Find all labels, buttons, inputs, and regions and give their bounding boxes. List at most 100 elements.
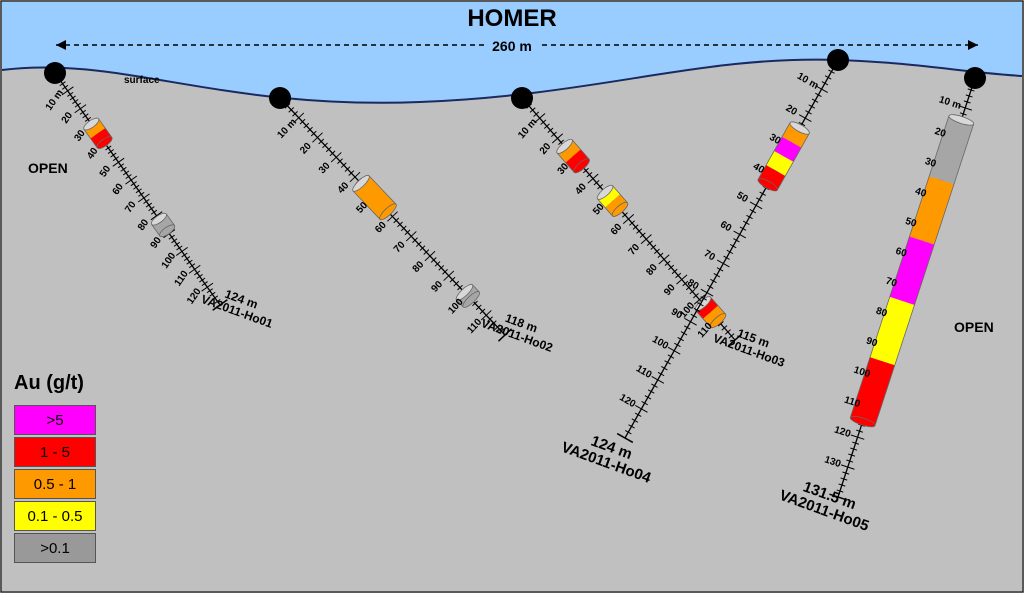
depth-tick [322,142,328,149]
depth-tick [693,294,706,305]
depth-tick [424,250,436,262]
depth-tick [188,263,196,269]
depth-tick [405,231,417,242]
depth-tick [689,288,696,295]
depth-tick [850,434,865,440]
depth-tick [828,69,835,74]
collar-icon [269,87,291,109]
depth-tick [299,118,306,125]
depth-tick [543,123,550,129]
depth-tick [84,116,92,122]
hole-trace [624,59,839,439]
depth-tick [721,325,728,331]
depth-tick [337,158,343,164]
depth-tick [597,184,604,190]
depth-tick [434,261,441,267]
depth-tick [640,234,652,245]
depth-tick [112,157,125,167]
hole-end-cap [212,299,228,311]
depth-tick [206,288,213,294]
depth-tick [840,464,855,470]
depth-tick [657,371,665,377]
depth-tick [143,199,150,204]
depth-label: 60 [894,246,908,260]
depth-tick [393,217,400,224]
depth-label: 70 [702,248,718,263]
depth-tick [419,245,426,251]
hole-end-cap [727,333,743,347]
scale-label: 260 m [492,38,532,54]
depth-tick [692,292,699,299]
depth-tick [293,112,305,123]
depth-tick [759,191,766,196]
depth-tick [805,110,812,115]
depth-tick [811,98,819,103]
depth-tick [186,259,193,265]
depth-label: 40 [914,186,928,200]
depth-tick [472,300,478,307]
depth-tick [292,111,298,117]
depth-tick [798,121,806,127]
depth-tick [194,270,201,276]
depth-tick [641,400,648,406]
depth-label: 40 [751,161,767,176]
depth-tick [550,131,557,137]
legend: Au (g/t) >5 1 - 5 0.5 - 1 0.1 - 0.5 >0.1 [14,372,96,565]
depth-tick [69,95,76,101]
depth-tick [145,202,153,208]
depth-tick [653,248,660,254]
hole-end-cap [497,328,513,342]
depth-tick [675,272,682,279]
depth-tick [723,255,730,260]
depth-tick [130,181,137,187]
depth-tick [397,221,403,228]
depth-tick [644,395,652,400]
depth-tick [631,418,639,423]
depth-tick [183,256,191,262]
depth-label: 60 [718,219,734,234]
depth-tick [629,220,636,226]
depth-tick [148,206,155,212]
depth-tick [739,226,747,231]
depth-tick [808,104,816,109]
depth-tick [176,245,183,251]
assay-interval [556,138,590,174]
depth-tick [74,102,81,108]
depth-label: 80 [874,306,888,320]
depth-tick [965,94,973,98]
depth-tick [534,113,546,124]
open-label-left: OPEN [28,160,68,176]
assay-interval [150,212,176,238]
depth-tick [582,167,589,174]
depth-tick [105,145,112,151]
depth-label: 20 [784,103,800,118]
depth-tick [107,149,114,154]
depth-tick [533,111,540,117]
depth-tick [690,313,698,319]
depth-tick [74,104,87,114]
depth-tick [110,152,117,158]
depth-tick [173,241,180,247]
assay-interval [849,114,975,428]
depth-tick [693,307,701,313]
depth-tick [658,254,670,265]
depth-tick [325,146,332,153]
assay-interval [757,121,810,192]
depth-tick [729,243,737,249]
depth-label: 30 [923,156,937,170]
depth-tick [958,105,973,111]
depth-tick [171,238,178,244]
depth-tick [82,113,89,119]
depth-tick [856,429,864,433]
depth-tick [349,171,361,183]
depth-tick [214,298,221,304]
depth-tick [668,264,675,271]
legend-item-0-1-0-5: 0.1 - 0.5 [14,501,96,531]
depth-tick [62,84,69,90]
depth-tick [634,412,642,417]
depth-tick [312,132,323,143]
depth-tick [664,360,671,365]
depth-tick [742,220,750,225]
depth-tick [494,324,501,330]
